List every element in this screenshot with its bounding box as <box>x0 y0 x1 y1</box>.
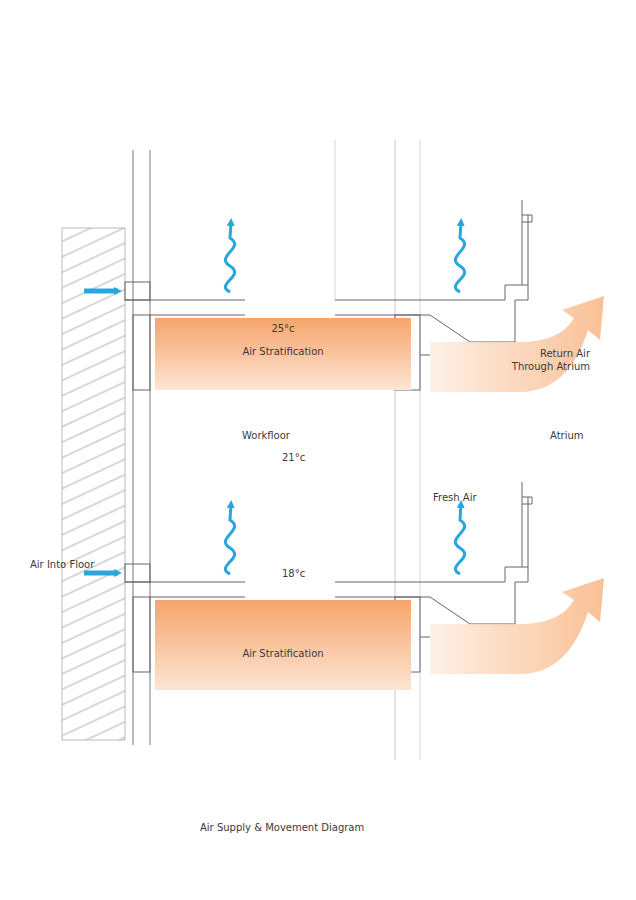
space-label: Atrium <box>550 430 584 443</box>
air-inlet-label: Air Into Floor <box>30 559 94 572</box>
fresh-air-label: Fresh Air <box>433 492 477 505</box>
band-text: Air Stratification <box>155 346 411 357</box>
caption: Air Supply & Movement Diagram <box>200 822 364 833</box>
return-air-label: Return Air Through Atrium <box>506 348 590 373</box>
band-text: Air Stratification <box>155 648 411 659</box>
space-label: Workfloor <box>242 430 290 443</box>
stratification-band: 25°cAir Stratification <box>155 318 411 390</box>
band-text: 25°c <box>155 323 411 334</box>
temperature-label: 21°c <box>282 452 305 465</box>
temperature-label: 18°c <box>282 568 305 581</box>
stratification-band: Air Stratification <box>155 600 411 690</box>
